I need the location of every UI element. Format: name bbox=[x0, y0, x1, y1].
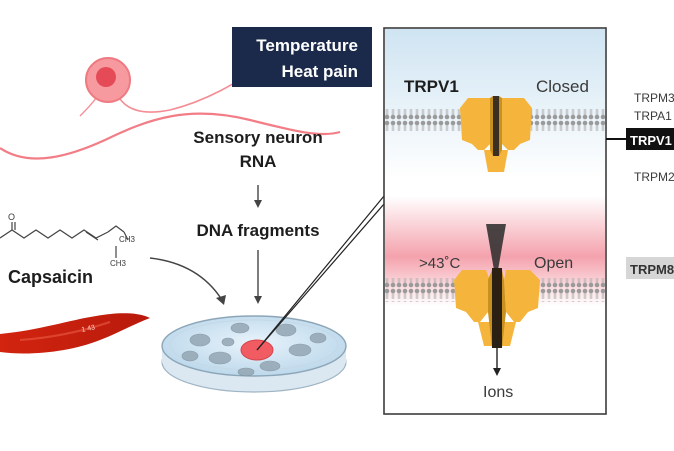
zoom-line-top bbox=[256, 195, 385, 351]
trpv1-channel-panel: TRPV1 Closed >43˚C Open Ions bbox=[383, 27, 607, 415]
open-pore bbox=[492, 268, 502, 348]
arrow-capsaicin-to-dish bbox=[149, 257, 223, 301]
header-box: Temperature Heat pain bbox=[232, 27, 372, 87]
sensory-neuron-label: Sensory neuron bbox=[193, 128, 322, 147]
trpv1-list-label: TRPV1 bbox=[630, 133, 672, 148]
arrow-dna-to-dish bbox=[254, 250, 262, 304]
trpv1-highlight-box bbox=[626, 128, 674, 150]
capsaicin-structure: O CH3 CH3 bbox=[0, 212, 136, 268]
closed-state-label: Closed bbox=[536, 77, 589, 96]
open-state-label: Open bbox=[534, 255, 573, 272]
trpa1-label: TRPA1 bbox=[634, 109, 672, 123]
chili-pepper-illustration: 1 43 bbox=[0, 313, 150, 354]
trpm2-label: TRPM2 bbox=[634, 170, 674, 184]
capsaicin-label: Capsaicin bbox=[8, 267, 93, 287]
ion-flow-arrow bbox=[493, 340, 501, 376]
methyl-top-label: CH3 bbox=[119, 235, 136, 244]
neuron-dendrite-branch bbox=[79, 97, 97, 117]
pepper-marking: 1 43 bbox=[81, 324, 96, 334]
trpm8-list-label: TRPM8 bbox=[630, 262, 674, 277]
petri-dish bbox=[161, 315, 347, 393]
dish-cells bbox=[181, 322, 327, 377]
trpm8-highlight-box bbox=[626, 257, 674, 279]
oxygen-atom-label: O bbox=[8, 212, 15, 222]
trpv1-open-channel bbox=[454, 224, 540, 348]
trpv1-channel-label: TRPV1 bbox=[404, 77, 459, 96]
header-temperature: Temperature bbox=[256, 36, 358, 55]
ion-funnel bbox=[486, 224, 506, 270]
trp-family-list: TRPM3 TRPA1 TRPV1 TRPM2 TRPM8 bbox=[606, 91, 674, 279]
temperature-threshold-label: >43˚C bbox=[419, 255, 460, 272]
trpv1-closed-channel bbox=[460, 96, 532, 172]
methyl-bottom-label: CH3 bbox=[110, 259, 127, 268]
zoom-line-bottom bbox=[256, 203, 385, 351]
trpm3-label: TRPM3 bbox=[634, 91, 674, 105]
neuron-axon bbox=[0, 112, 341, 160]
capsaicin-chain bbox=[0, 229, 109, 239]
sensory-neuron-illustration bbox=[0, 39, 341, 160]
dna-fragments-label: DNA fragments bbox=[196, 221, 319, 240]
arrow-capsaicin-head bbox=[216, 295, 226, 305]
rna-label: RNA bbox=[240, 152, 277, 171]
arrow-rna-to-dna bbox=[254, 185, 262, 208]
pepper-body bbox=[0, 313, 150, 354]
header-heat-pain: Heat pain bbox=[281, 62, 358, 81]
ions-label: Ions bbox=[483, 384, 513, 401]
neuron-nucleus bbox=[96, 67, 116, 87]
